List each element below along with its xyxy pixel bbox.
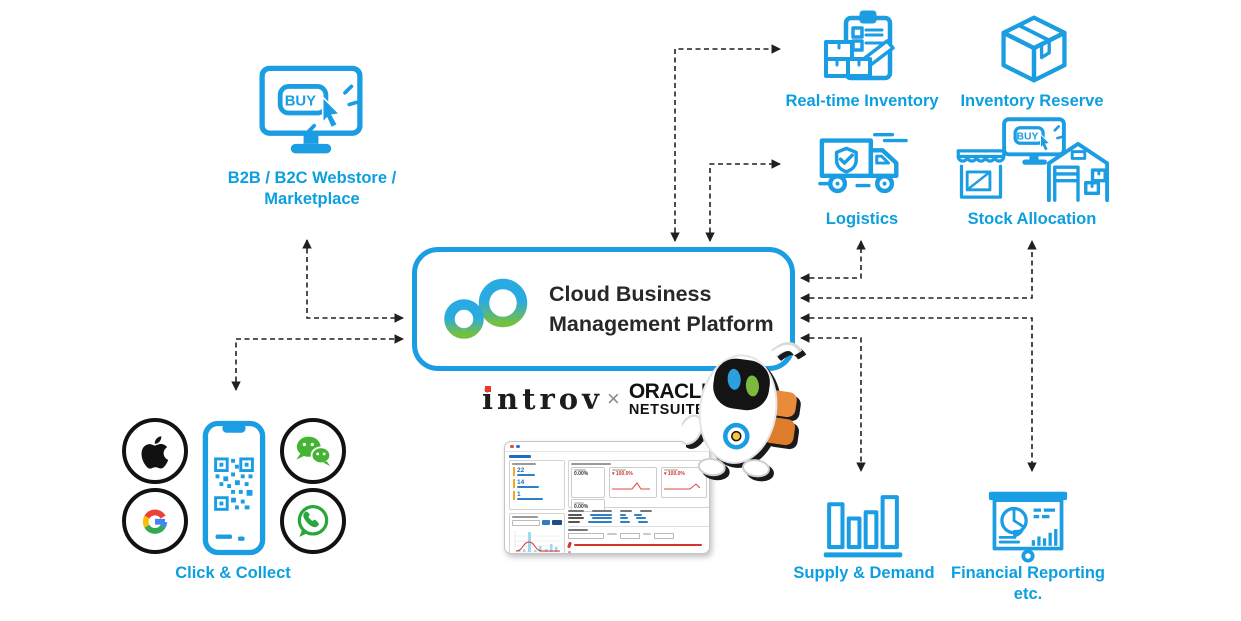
qr-code [214, 457, 254, 511]
logistics-label: Logistics [825, 210, 899, 228]
webstore-label-line2: Marketplace [264, 190, 360, 208]
financial-reporting-line1: Financial Reporting [950, 564, 1105, 582]
stock-allocation-label: Stock Allocation [967, 210, 1097, 228]
oracle-netsuite-logo: ORACLE NETSUITE [629, 381, 715, 418]
robot-eye-blue [727, 368, 741, 390]
reminders-panel: 22 14 1 [509, 460, 565, 510]
inventory-reserve-icon [994, 10, 1074, 93]
apple-icon [122, 418, 188, 484]
stock-allocation-icons: BUY [955, 116, 1115, 208]
chart-panel [509, 513, 565, 553]
kpi-table [568, 510, 709, 523]
platform-box: Cloud Business Management Platform [412, 247, 795, 371]
introv-red-dot [485, 386, 491, 392]
robot-face [713, 358, 770, 411]
oracle-text: ORACLE [628, 379, 715, 403]
browser-titlebar [505, 442, 709, 452]
webstore-monitor-icon: BUY [255, 62, 367, 164]
financial-reporting-icon [985, 488, 1071, 575]
webstore-label-line1: B2B / B2C Webstore / [227, 169, 397, 187]
buy-text: BUY [285, 94, 316, 110]
financial-reporting-label: Financial Reporting etc. [946, 563, 1110, 605]
platform-title-line1: Cloud Business [549, 282, 712, 306]
phone-qr-icon [202, 418, 266, 563]
platform-title-line2: Management Platform [549, 312, 774, 336]
kpi-alert-tile-2: ▾ 100.0% [661, 466, 707, 498]
partner-logos: introv × ORACLE NETSUITE [482, 374, 752, 424]
window-dot-red [510, 444, 514, 449]
kpi-tile-2: 0.00% [571, 499, 605, 512]
kpi-panel: 0.00% ▾ 100.0% ▾ 100.0% [568, 460, 709, 512]
robot-foot-right [742, 459, 770, 478]
storefront-icon [956, 149, 1006, 199]
stock-monitor-icon: BUY [1002, 117, 1066, 165]
realtime-inventory-label: Real-time Inventory [785, 92, 939, 110]
warehouse-icon [1046, 141, 1110, 203]
times-separator: × [606, 386, 620, 411]
netsuite-text: NETSUITE [628, 401, 706, 418]
mini-bar-chart [514, 531, 560, 553]
robot-eye-green [745, 375, 759, 397]
robot-foot-left [697, 457, 726, 477]
robot-mascot [678, 334, 806, 486]
introv-text: introv [482, 382, 603, 416]
logistics-icon [816, 128, 910, 209]
introv-logo: introv [482, 382, 603, 416]
dashboard-content: 22 14 1 [505, 452, 709, 553]
inventory-reserve-label: Inventory Reserve [960, 92, 1104, 110]
realtime-inventory-icon [820, 8, 904, 93]
netsuite-dashboard-thumbnail: 22 14 1 [504, 441, 710, 554]
robot-arm [678, 414, 703, 445]
kpi-tile: 0.00% [571, 466, 605, 498]
stock-buy-text: BUY [1017, 131, 1039, 142]
click-collect-label: Click & Collect [175, 564, 291, 582]
wechat-icon [280, 418, 346, 484]
kpi-alert-tile: ▾ 100.0% [609, 466, 657, 498]
activity-panel [567, 525, 709, 553]
whatsapp-icon [280, 488, 346, 554]
financial-reporting-line2: etc. [1013, 585, 1043, 603]
supply-demand-label: Supply & Demand [793, 564, 935, 582]
window-dot-blue [516, 444, 520, 449]
webstore-label: B2B / B2C Webstore / Marketplace [213, 168, 411, 210]
supply-demand-icon [822, 486, 904, 565]
google-icon [122, 488, 188, 554]
platform-title: Cloud Business Management Platform [549, 279, 774, 339]
cloud-logo [444, 278, 528, 339]
